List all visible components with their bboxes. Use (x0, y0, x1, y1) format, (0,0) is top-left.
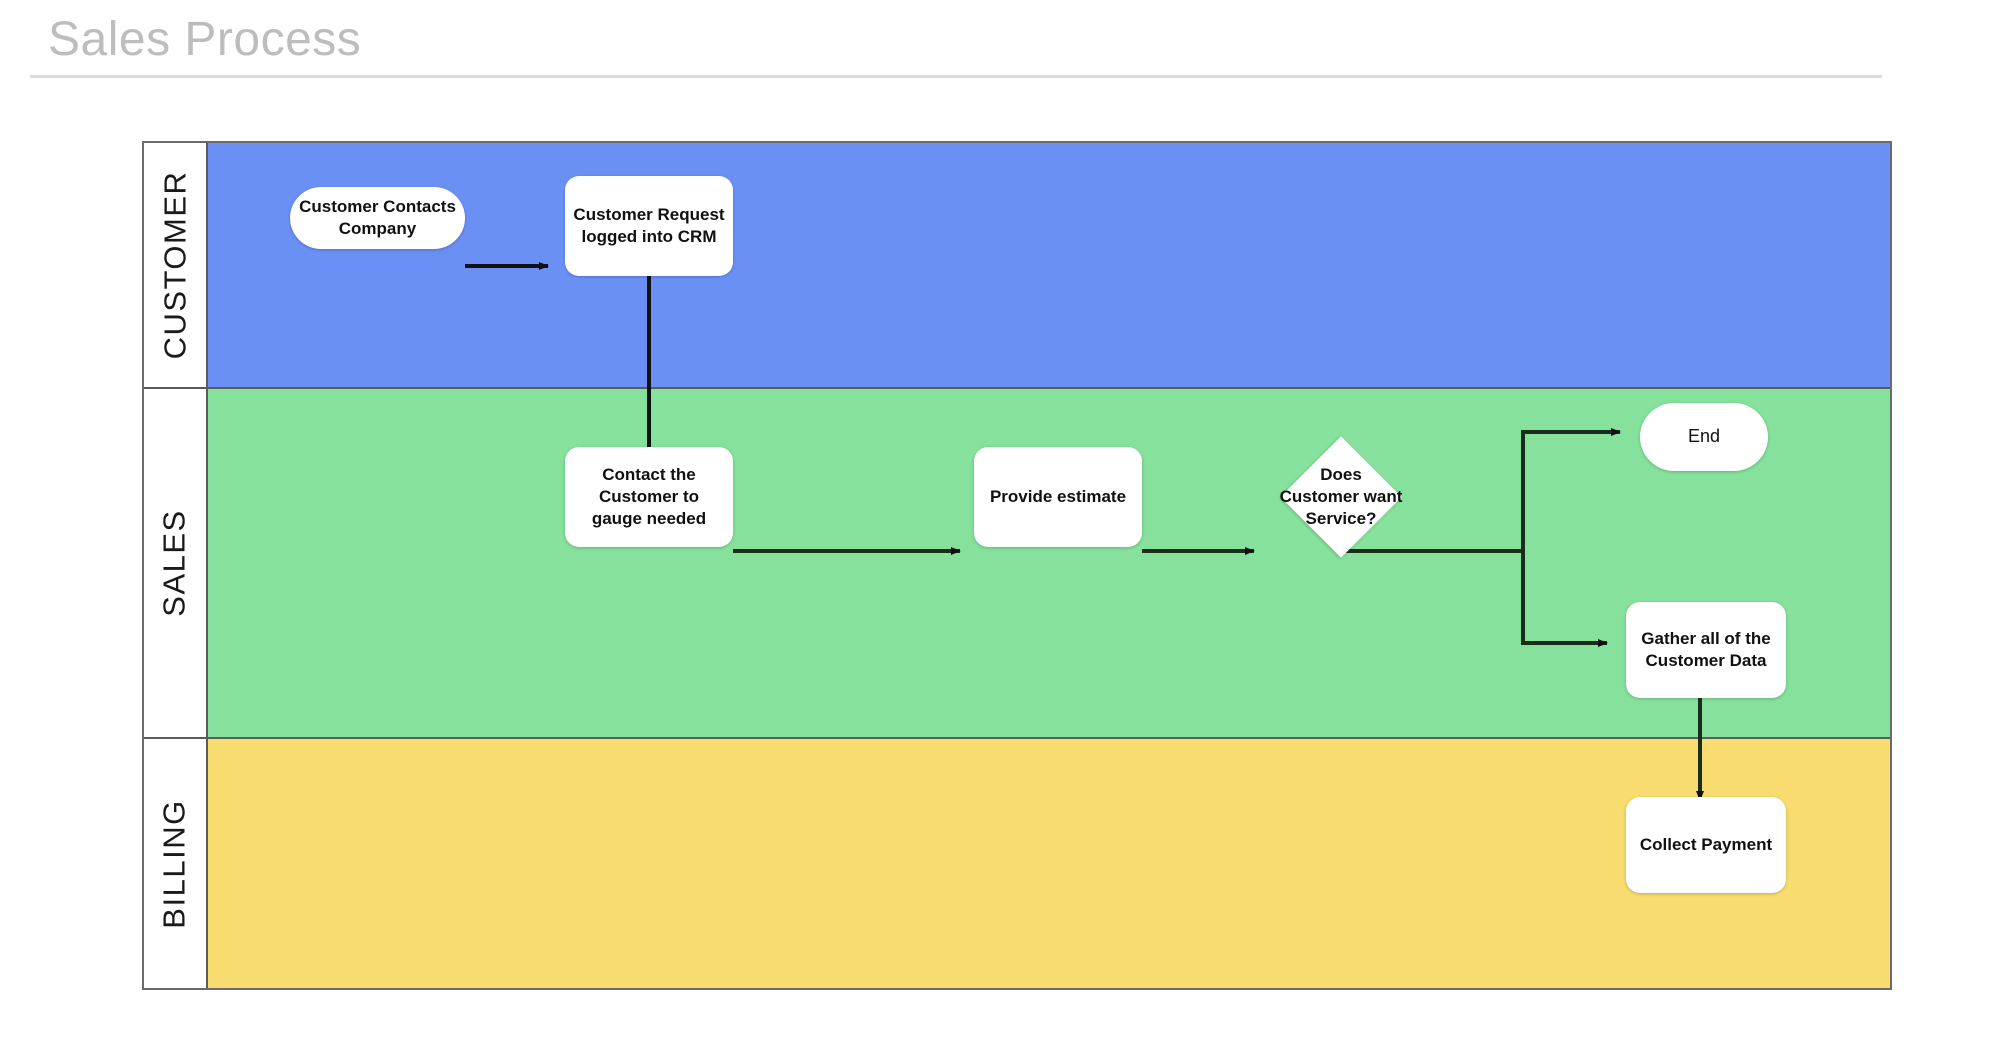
node-label-line: Gather all of the (1641, 629, 1771, 649)
node-contact-the-customer-to-gauge-needed[interactable]: Contact the Customer to gauge needed (565, 447, 733, 547)
swimlane-billing: BILLING Collect Payment (144, 739, 1890, 988)
lane-label-customer-text: CUSTOMER (157, 170, 193, 360)
title-divider (30, 75, 1882, 78)
node-label-line: Customer Request (573, 205, 725, 225)
page-title: Sales Process (48, 13, 362, 66)
swimlane-sales: SALES Contact the Customer to gauge need… (144, 389, 1890, 739)
node-label-line: Collect Payment (1639, 835, 1773, 855)
node-gather-all-of-the-customer-data[interactable]: Gather all of the Customer Data (1626, 602, 1786, 698)
node-label-line: Customer Contacts (299, 197, 456, 217)
node-collect-payment[interactable]: Collect Payment (1626, 797, 1786, 893)
lane-label-billing-text: BILLING (157, 798, 193, 929)
lane-body-customer: Customer Contacts Company Customer Reque… (208, 143, 1890, 387)
node-customer-request-logged-into-crm[interactable]: Customer Request logged into CRM (565, 176, 733, 276)
node-label-line: logged into CRM (581, 227, 717, 246)
node-label-line: End (1687, 426, 1721, 447)
node-label-line: gauge needed (591, 508, 707, 528)
node-label-line: Customer to (598, 487, 700, 507)
node-label-line: Customer want (1279, 487, 1403, 507)
node-label-line: Does (1320, 465, 1362, 485)
lane-label-sales-text: SALES (157, 509, 193, 617)
node-label-line: Customer Data (1645, 651, 1767, 670)
diamond-label: Does Customer want Service? (1280, 464, 1403, 529)
swimlane-customer: CUSTOMER Customer Contacts Company Custo… (144, 143, 1890, 389)
node-provide-estimate[interactable]: Provide estimate (974, 447, 1142, 547)
node-does-customer-want-service[interactable]: Does Customer want Service? (1268, 436, 1414, 558)
node-label-line: Provide estimate (989, 487, 1127, 507)
page-header: Sales Process (0, 0, 1999, 100)
node-label-line: Company (338, 219, 417, 238)
lane-label-customer: CUSTOMER (144, 143, 208, 387)
node-customer-contacts-company[interactable]: Customer Contacts Company (290, 187, 465, 249)
lane-label-billing: BILLING (144, 739, 208, 988)
lane-body-sales: Contact the Customer to gauge needed Pro… (208, 389, 1890, 737)
node-label-line: Service? (1305, 508, 1377, 528)
node-end[interactable]: End (1640, 403, 1768, 471)
lane-body-billing: Collect Payment (208, 739, 1890, 988)
node-label-line: Contact the (602, 465, 696, 485)
swimlane-diagram: CUSTOMER Customer Contacts Company Custo… (142, 141, 1892, 990)
lane-label-sales: SALES (144, 389, 208, 737)
